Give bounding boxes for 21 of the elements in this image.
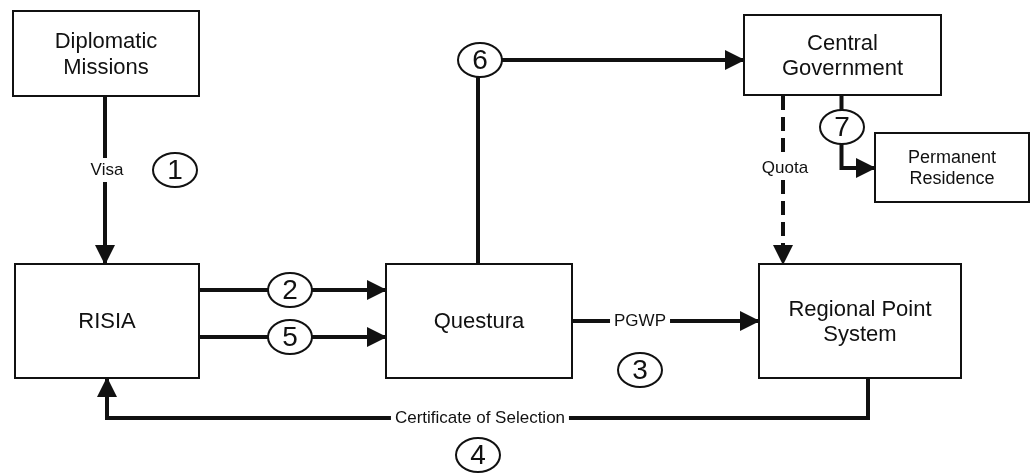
process-box — [12, 10, 200, 97]
box-label: Regional Point System — [787, 295, 933, 347]
callout-number: 6 — [457, 42, 503, 78]
callout-number: 5 — [267, 319, 313, 355]
process-box — [874, 132, 1030, 203]
process-box — [743, 14, 942, 96]
callout-number: 2 — [267, 272, 313, 308]
box-label: Central Government — [780, 29, 905, 81]
process-box — [758, 263, 962, 379]
box-label: Questura — [433, 308, 525, 334]
callout-number: 1 — [152, 152, 198, 188]
process-box — [385, 263, 573, 379]
callout-number: 3 — [617, 352, 663, 388]
callout-number: 4 — [455, 437, 501, 473]
box-label: RISIA — [78, 308, 136, 334]
arrow — [476, 50, 745, 263]
arrow — [773, 96, 793, 265]
callout-number: 7 — [819, 109, 865, 145]
process-box — [14, 263, 200, 379]
box-label: Diplomatic Missions — [53, 28, 159, 79]
box-label: Permanent Residence — [906, 146, 998, 189]
